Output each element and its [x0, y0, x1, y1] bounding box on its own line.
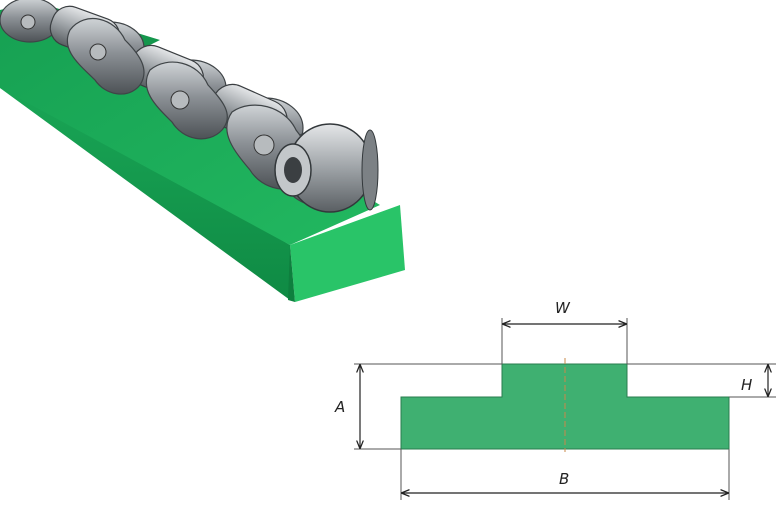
chain-guide-photo [0, 0, 405, 302]
extension-lines [354, 318, 776, 500]
roller-chain [0, 0, 379, 213]
label-w: W [555, 299, 571, 317]
label-a: A [334, 398, 345, 416]
label-b: B [559, 470, 569, 488]
end-roller [274, 123, 379, 213]
label-h: H [741, 376, 752, 394]
